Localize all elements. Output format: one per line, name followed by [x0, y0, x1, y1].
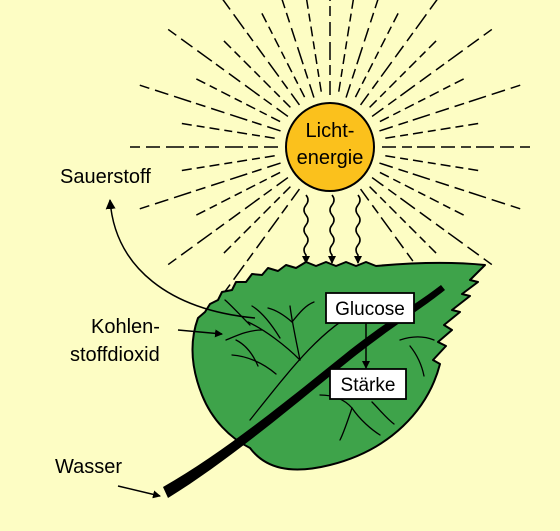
sun-ray: [196, 171, 281, 216]
light-arrow: [328, 194, 336, 264]
sun-ray: [305, 0, 322, 92]
sun-ray: [379, 171, 464, 216]
co2-arrow: [177, 329, 223, 338]
starch-label: Stärke: [341, 375, 396, 396]
light-arrow: [354, 194, 362, 264]
light-arrow: [302, 194, 310, 264]
oxygen-arrow: [105, 199, 256, 319]
sun-ray: [379, 162, 526, 212]
water-arrow: [117, 485, 161, 499]
sun-ray: [359, 0, 438, 106]
water-label: Wasser: [55, 456, 122, 478]
sun-ray: [338, 0, 355, 92]
sun-label-line2: energie: [297, 147, 364, 169]
sun-ray: [345, 0, 379, 98]
glucose-label: Glucose: [335, 299, 405, 320]
sun-ray: [369, 186, 437, 254]
sun-label-line1: Licht-: [306, 120, 355, 142]
light-arrows: [302, 194, 362, 264]
sun-ray: [134, 82, 281, 132]
leaf-stem: [163, 285, 445, 498]
sun-rays: [125, 0, 535, 314]
co2-label-line1: Kohlen-: [91, 316, 160, 338]
sun-ray: [385, 155, 479, 172]
glucose-box: [325, 292, 415, 324]
sun-ray: [385, 122, 479, 139]
sun-ray: [181, 122, 275, 139]
sun-ray: [379, 78, 464, 123]
sun-ray: [163, 25, 289, 118]
sun-ray: [369, 40, 437, 108]
sun-ray: [196, 78, 281, 123]
oxygen-label: Sauerstoff: [60, 166, 151, 188]
sun-ray: [261, 13, 306, 98]
sun-ray: [163, 176, 289, 269]
sun-ray: [371, 25, 497, 118]
sun-ray: [354, 13, 399, 98]
sun-ray: [134, 162, 281, 212]
sun: [285, 102, 375, 192]
sun-ray: [223, 40, 291, 108]
starch-box: [329, 368, 407, 400]
sun-ray: [181, 155, 275, 172]
sun-ray: [379, 82, 526, 132]
sun-ray: [223, 186, 291, 254]
sun-ray: [371, 176, 497, 269]
sun-ray: [281, 0, 315, 98]
co2-label-line2: stoffdioxid: [70, 344, 160, 366]
sun-ray: [222, 0, 301, 106]
